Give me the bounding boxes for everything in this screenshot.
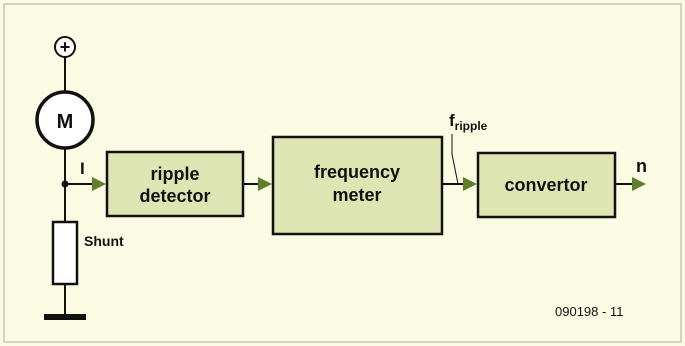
motor-label: M	[57, 111, 74, 133]
diagram-frame	[3, 3, 682, 343]
arrow-icon-freq-in	[258, 177, 272, 191]
arrow-icon-output	[632, 177, 646, 191]
convertor-label: convertor	[504, 175, 587, 195]
current-label: I	[80, 159, 85, 178]
ground-icon	[44, 314, 86, 320]
ripple-detector-block	[105, 150, 245, 218]
frequency-meter-label-line2: meter	[332, 185, 381, 205]
frequency-meter-block	[271, 135, 444, 236]
f-ripple-leader	[451, 134, 459, 185]
shunt-resistor-icon	[51, 220, 79, 286]
arrow-icon-convertor-in	[463, 177, 477, 191]
plus-terminal-label: +	[60, 37, 71, 57]
f-ripple-subscript: ripple	[455, 119, 488, 133]
frequency-meter-label-line1: frequency	[314, 162, 400, 182]
ripple-detector-label-line2: detector	[139, 186, 210, 206]
shunt-label: Shunt	[84, 233, 124, 249]
ripple-detector-label-line1: ripple	[150, 164, 199, 184]
convertor-block	[476, 151, 617, 219]
arrow-icon-ripple-in	[92, 177, 106, 191]
output-label: n	[636, 156, 647, 176]
f-ripple-label: fripple	[449, 111, 488, 133]
figure-code: 090198 - 11	[555, 304, 623, 319]
